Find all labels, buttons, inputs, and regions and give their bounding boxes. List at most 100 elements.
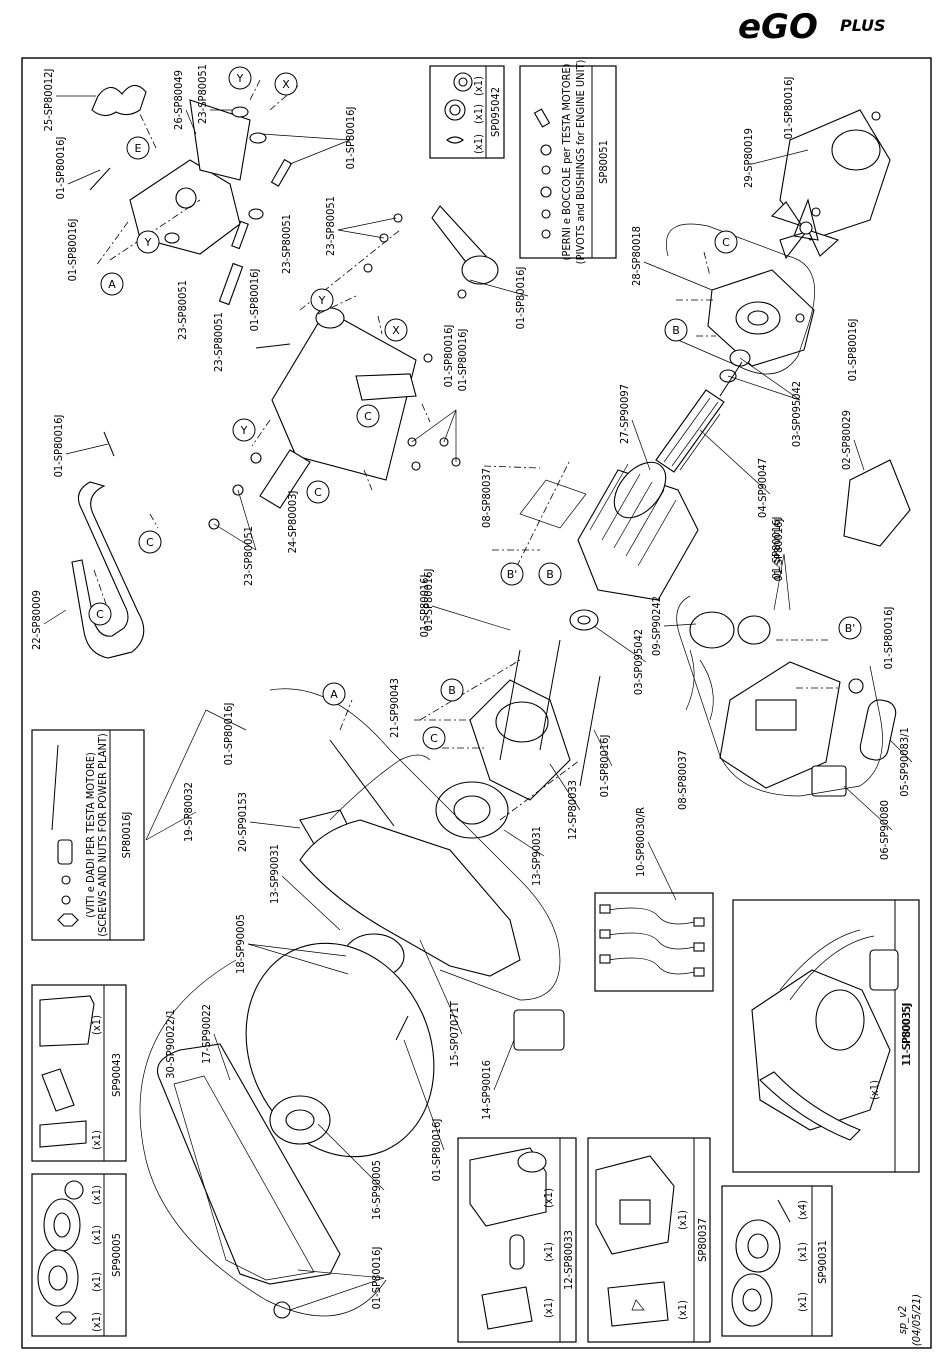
revision-block: sp_v2 (04/05/21) xyxy=(896,1294,923,1346)
part-label: 18-SP90005 xyxy=(234,914,247,974)
brand-logo: eGO PLUS xyxy=(738,7,886,47)
callout-label: C xyxy=(314,486,322,499)
kit-qty: (x1) xyxy=(90,1185,103,1205)
revision-date: (04/05/21) xyxy=(910,1294,923,1346)
kit-box-sp90005: SP90005 (x1) (x1) (x1) (x1) xyxy=(31,1173,127,1337)
part-label: 09-SP90242 xyxy=(650,596,663,656)
callout xyxy=(356,404,380,428)
assembly-contours xyxy=(109,199,883,1317)
kit-qty: (x1) xyxy=(796,1292,809,1312)
part-label: 10-SP80030/R xyxy=(634,807,647,877)
part-label: 23-SP80051 xyxy=(176,280,189,340)
callout-label: X xyxy=(392,324,400,337)
kit-code: SP80037 xyxy=(696,1218,709,1262)
part-label: 01-SP80016J xyxy=(222,703,235,766)
callout xyxy=(422,726,446,750)
part-label: 01-SP80016J xyxy=(66,219,79,282)
kit-box-sp80016j: (VITI e DADI PER TESTA MOTORE) (SCREWS A… xyxy=(31,729,145,941)
callout-label: E xyxy=(135,142,142,155)
kit-desc-en: (SCREWS AND NUTS FOR POWER PLANT) xyxy=(96,733,109,937)
kit-desc-it: (PERNI e BOCCOLE per TESTA MOTORE) xyxy=(560,63,573,260)
part-label: 28-SP80018 xyxy=(630,226,643,286)
part-label: 29-SP80019 xyxy=(742,128,755,188)
callout xyxy=(88,602,112,626)
part-label: 21-SP90043 xyxy=(388,678,401,738)
part-label: 23-SP80051 xyxy=(280,214,293,274)
callout-label: B xyxy=(448,684,456,697)
kit-box-sp80033: 12-SP80033 (x1) (x1) (x1) xyxy=(457,1137,577,1343)
kit-qty: (x1) xyxy=(868,1080,881,1100)
part-label: 01-SP80016J xyxy=(442,325,455,388)
part-label: 01-SP80016J xyxy=(418,575,431,638)
kit-box-sp80051: (PERNI e BOCCOLE per TESTA MOTORE) (PIVO… xyxy=(519,59,617,264)
part-label: 11-SP80035J xyxy=(900,1003,913,1066)
part-label: 01-SP80016J xyxy=(782,77,795,140)
part-label: 01-SP80016J xyxy=(370,1247,383,1310)
callout-label: C xyxy=(722,236,730,249)
part-label: 20-SP90153 xyxy=(236,792,249,852)
callout xyxy=(384,318,408,342)
part-label: 01-SP80016J xyxy=(430,1119,443,1182)
callout-label: Y xyxy=(318,294,326,307)
kit-qty: (x1) xyxy=(796,1242,809,1262)
kit-code: SP90031 xyxy=(816,1240,829,1284)
part-label: 01-SP80016J xyxy=(248,269,261,332)
callout-label: Y xyxy=(236,72,244,85)
callout-label: B' xyxy=(845,622,856,635)
kit-qty: (x1) xyxy=(542,1298,555,1318)
callout-label: A xyxy=(108,278,116,291)
kit-code: SP90043 xyxy=(110,1053,123,1097)
part-label: 01-SP80016J xyxy=(770,517,783,580)
callout xyxy=(100,272,124,296)
kit-qty: (x1) xyxy=(542,1188,555,1208)
part-label: 01-SP80016J xyxy=(52,415,65,478)
callout-label: C xyxy=(96,608,104,621)
callout xyxy=(232,418,256,442)
kit-desc-en: (PIVOTS and BUSHINGS for ENGINE UNIT) xyxy=(574,59,587,264)
callout-label: C xyxy=(364,410,372,423)
leader-lines xyxy=(43,95,913,1311)
kit-box-sp80035j: 11-SP80035J (x1) xyxy=(732,899,920,1173)
part-label: 23-SP80051 xyxy=(196,64,209,124)
callout xyxy=(126,136,150,160)
callout-circles: A E Y X Y Y A Y X C C C C C B B' B B' B … xyxy=(88,66,862,750)
kit-qty: (x1) xyxy=(472,134,485,154)
part-label: 30-SP90022/1 xyxy=(164,1009,177,1079)
kit-box-sp90043: SP90043 (x1) (x1) xyxy=(31,984,127,1162)
part-label: 23-SP80051 xyxy=(324,196,337,256)
part-label: 02-SP80029 xyxy=(840,410,853,470)
exploded-drawing xyxy=(71,84,911,1319)
kit-qty: (x1) xyxy=(90,1225,103,1245)
callout-label: X xyxy=(282,78,290,91)
callout xyxy=(714,230,738,254)
kit-qty: (x4) xyxy=(796,1200,809,1220)
kit-qty: (x1) xyxy=(676,1210,689,1230)
part-label: 25-SP80012J xyxy=(42,69,55,132)
part-label: 05-SP90083/1 xyxy=(898,727,911,797)
kit-box-sp90031: SP90031 (x4) (x1) (x1) xyxy=(721,1185,833,1337)
kit-qty: (x1) xyxy=(90,1312,103,1332)
part-label: 17-SP90022 xyxy=(200,1004,213,1064)
logo-main: eGO xyxy=(738,7,818,47)
kit-code: 12-SP80033 xyxy=(562,1230,575,1290)
callout xyxy=(310,288,334,312)
part-label: 01-SP80016J xyxy=(598,735,611,798)
logo-sub: PLUS xyxy=(840,16,886,35)
part-label: 01-SP80016J xyxy=(422,569,435,632)
callout xyxy=(274,72,298,96)
kit-desc-it: (VITI e DADI PER TESTA MOTORE) xyxy=(84,752,97,918)
callout xyxy=(538,562,562,586)
kit-code: 11-SP80035J xyxy=(900,1004,913,1067)
callout xyxy=(228,66,252,90)
part-label: 23-SP80051 xyxy=(242,526,255,586)
part-label: 01-SP80016J xyxy=(882,607,895,670)
kit-qty: (x1) xyxy=(90,1015,103,1035)
revision-code: sp_v2 xyxy=(896,1306,909,1335)
callout-label: C xyxy=(430,732,438,745)
part-label: 15-SP07071T xyxy=(448,1000,461,1067)
kit-qty: (x1) xyxy=(472,76,485,96)
kit-qty: (x1) xyxy=(90,1130,103,1150)
part-label: 01-SP80016J xyxy=(846,319,859,382)
wire-box-sp80030r xyxy=(594,892,714,992)
